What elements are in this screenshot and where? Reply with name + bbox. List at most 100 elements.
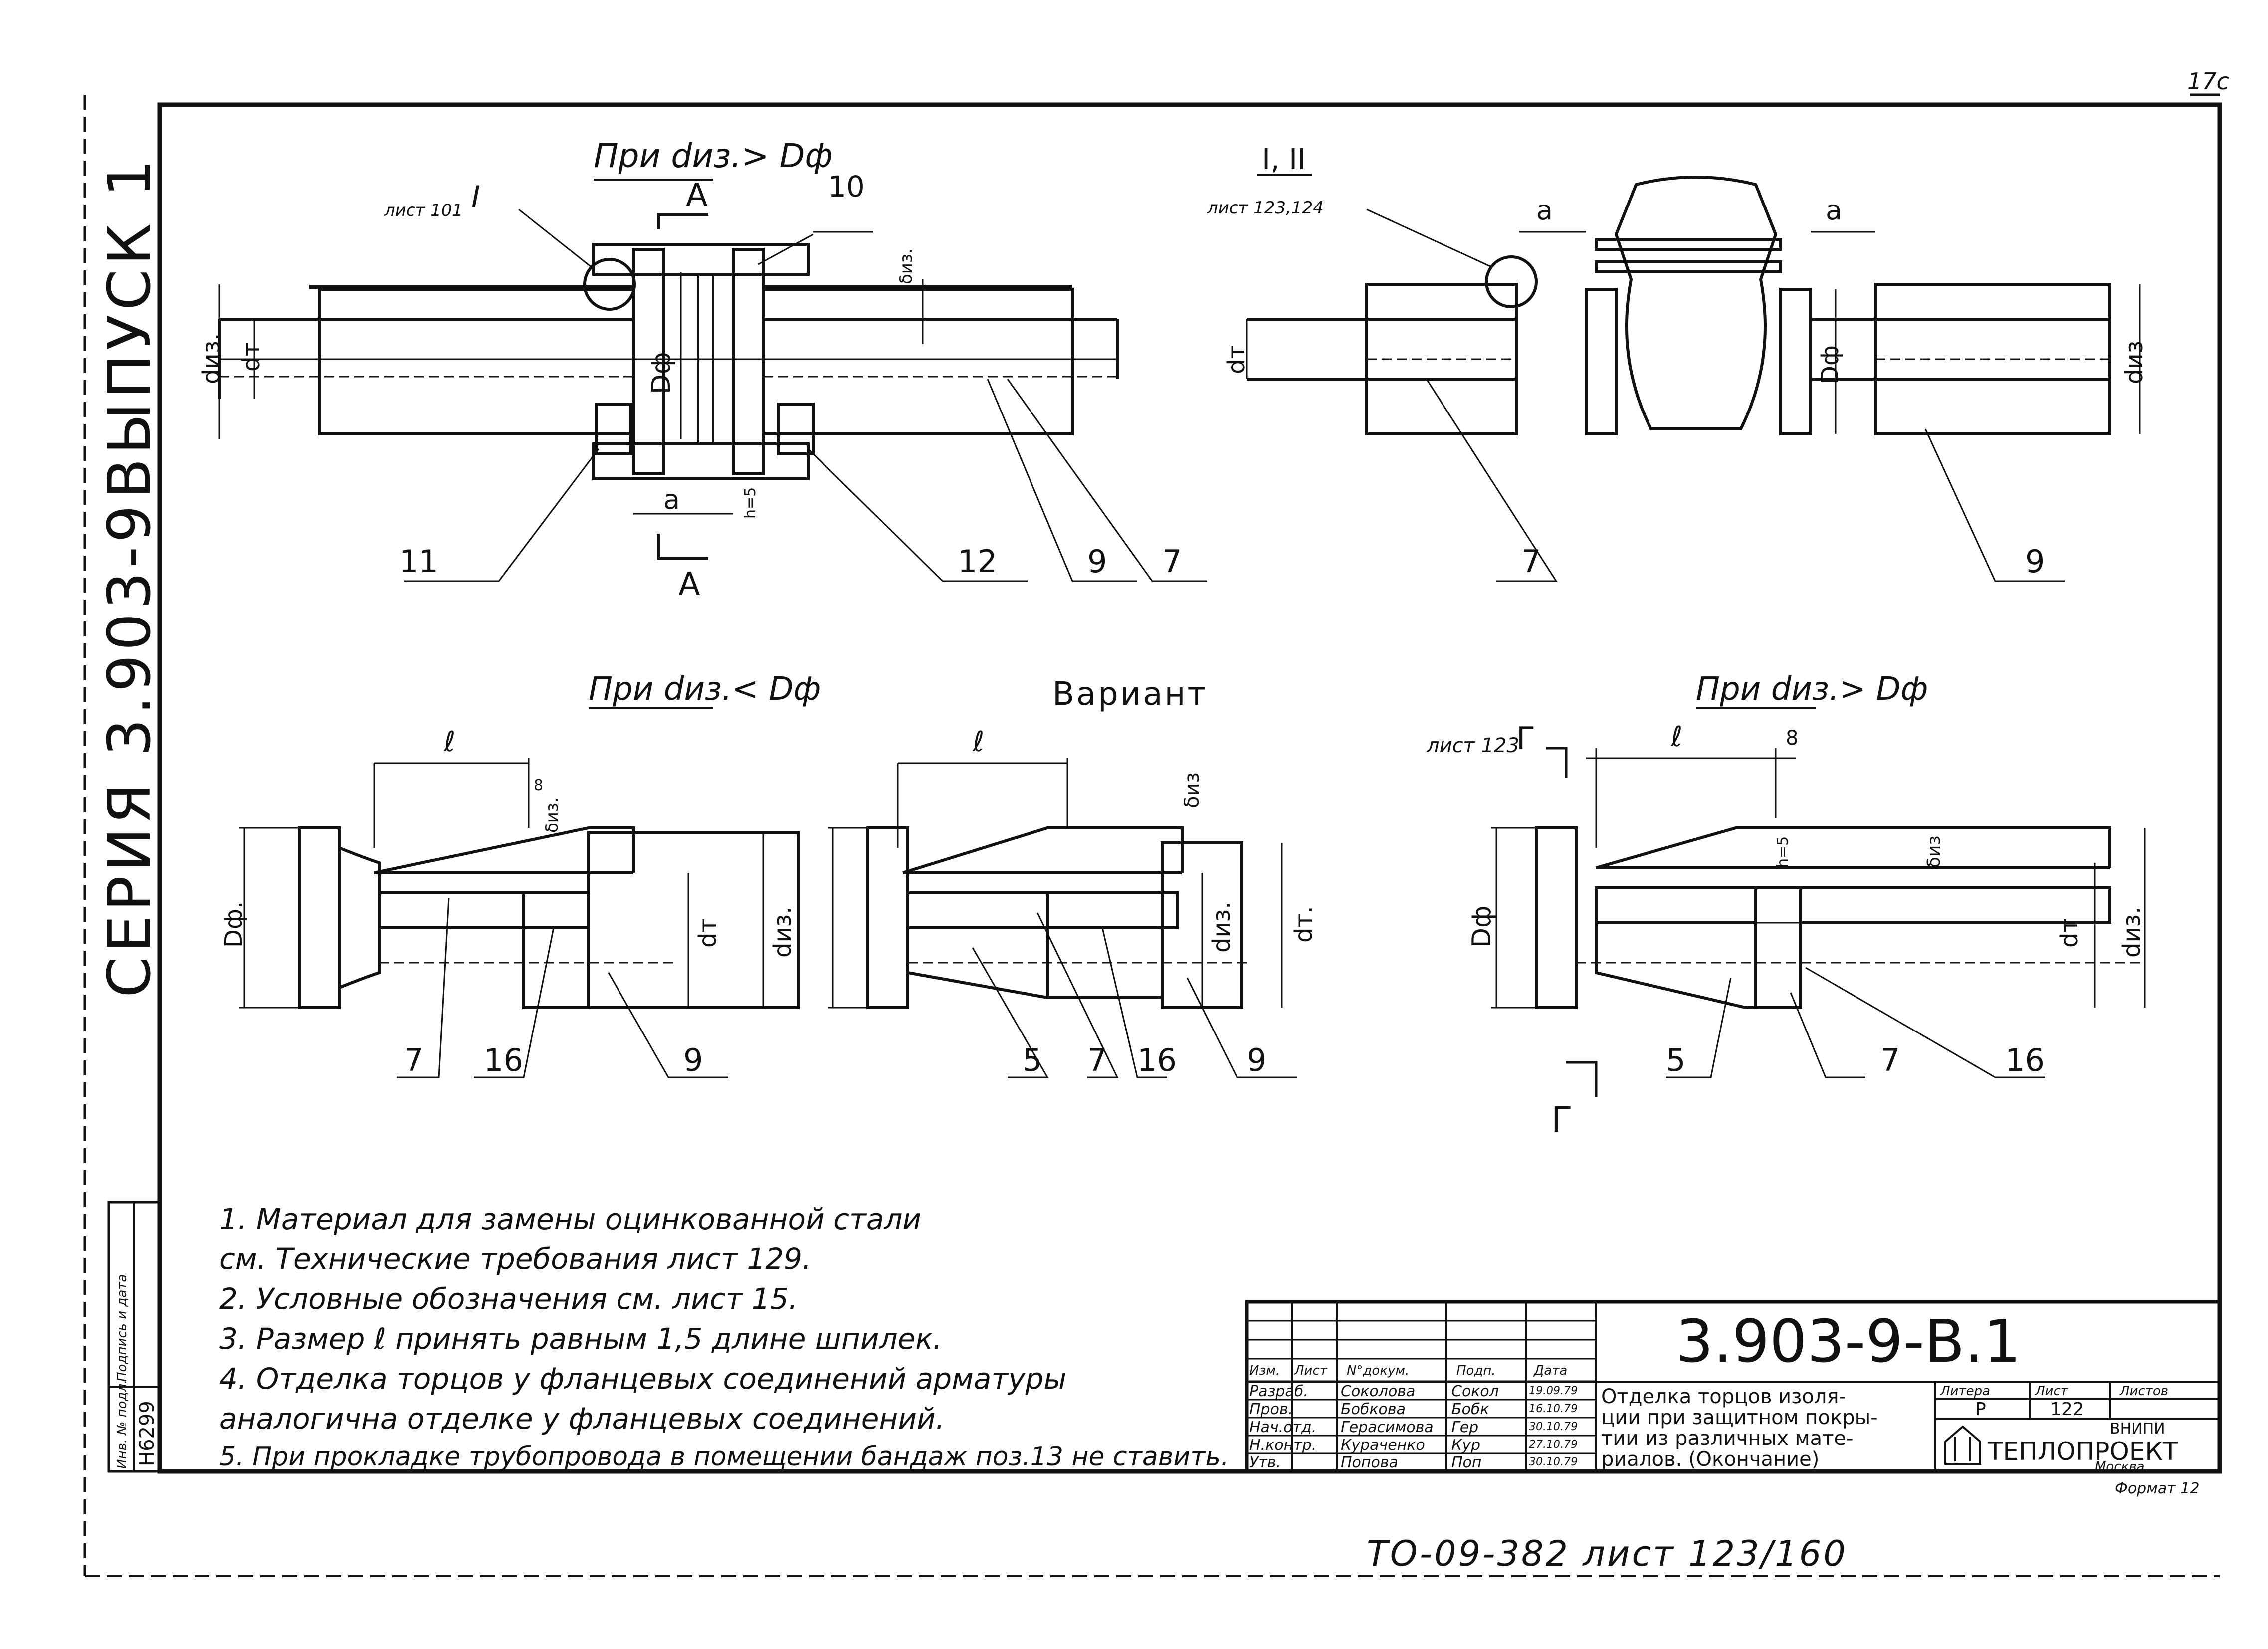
tr-list-ref: лист 123,124 <box>1207 198 1324 218</box>
teploproekt-logo-icon <box>1944 1425 1981 1465</box>
bm-dim-biz: δиз <box>1181 772 1204 808</box>
tb-date: 27.10.79 <box>1529 1439 1578 1451</box>
tb-litera-value: Р <box>1975 1399 1986 1420</box>
bl-dim-l: ℓ <box>444 726 456 758</box>
br-list-ref: лист 123 <box>1427 734 1519 757</box>
bottom-middle-figure <box>828 758 1297 1078</box>
tl-dim-h: h=5 <box>742 487 759 519</box>
tl-dim-biz: δиз. <box>896 248 916 284</box>
bl-pos-9: 9 <box>683 1042 703 1078</box>
bm-heading: Вариант <box>1052 676 1208 713</box>
format-label: Формат 12 <box>2115 1480 2200 1497</box>
tb-sign: Гер <box>1451 1419 1479 1436</box>
note-line: 5. При прокладке трубопровода в помещени… <box>219 1442 1229 1472</box>
tb-title-line: Отделка торцов изоля- <box>1601 1385 1846 1408</box>
tl-pos-9: 9 <box>1087 543 1107 580</box>
tb-header-doc: N°докум. <box>1347 1363 1410 1378</box>
tr-dim-a1: a <box>1536 195 1553 226</box>
doc-code: 3.903-9-В.1 <box>1676 1307 2021 1376</box>
note-line: см. Технические требования лист 129. <box>219 1242 812 1276</box>
tb-litera-label: Литера <box>1940 1384 1991 1399</box>
tr-dim-dt: dт <box>1223 345 1250 374</box>
tl-section-a-bottom: A <box>678 566 700 603</box>
tb-role: Разраб. <box>1249 1383 1308 1400</box>
bl-dim-dt: dт <box>694 918 722 948</box>
tb-name: Кураченко <box>1341 1437 1425 1454</box>
br-dim-df: Dф <box>1467 905 1497 948</box>
tb-header-list: Лист <box>1294 1363 1327 1378</box>
tl-dim-df: Dф <box>646 352 676 395</box>
issue-stamp: ВЫПУСК 1 <box>95 155 164 499</box>
tb-date: 19.09.79 <box>1529 1385 1578 1397</box>
title-block-grid <box>1245 1300 2222 1473</box>
sheet-frame <box>157 102 2222 1474</box>
bm-dim-dt: dт. <box>1290 906 1318 943</box>
tb-list-label: Лист <box>2035 1384 2068 1399</box>
tb-role: Нач.отд. <box>1249 1419 1317 1436</box>
tl-dim-diz: dиз. <box>198 333 225 384</box>
tb-org-small: ВНИПИ <box>2110 1420 2165 1438</box>
bm-dim-diz: dиз. <box>1208 901 1236 953</box>
tb-date: 30.10.79 <box>1529 1456 1578 1468</box>
tl-section-a-top: A <box>686 177 708 214</box>
note-line: 4. Отделка торцов у фланцевых соединений… <box>219 1362 1067 1396</box>
bl-pos-16: 16 <box>484 1042 523 1078</box>
tl-list-ref-roman: I <box>471 180 480 214</box>
tb-title-line: тии из различных мате- <box>1601 1427 1854 1450</box>
note-line: 1. Материал для замены оцинкованной стал… <box>219 1202 922 1236</box>
tb-header-date: Дата <box>1534 1363 1568 1378</box>
corner-number: 17с <box>2187 68 2229 95</box>
bottom-right-figure <box>1491 707 2146 1097</box>
tb-date: 16.10.79 <box>1529 1403 1578 1415</box>
tb-list-value: 122 <box>2050 1399 2084 1420</box>
tl-pos-12: 12 <box>958 543 997 580</box>
bm-dim-l: ℓ <box>973 726 985 758</box>
tr-dim-diz: dиз <box>2120 340 2148 384</box>
signature-date-label: Подпись и дата <box>115 1274 130 1382</box>
tb-name: Соколова <box>1341 1383 1416 1400</box>
tb-sign: Сокол <box>1451 1383 1499 1400</box>
tb-role: Утв. <box>1249 1454 1281 1471</box>
tb-title-line: ции при защитном покры- <box>1601 1406 1878 1429</box>
br-section: Г <box>1516 720 1535 757</box>
br-dim-dt: dт <box>2056 918 2083 948</box>
footer-sheet-ref: ТО-09-382 лист 123/160 <box>1367 1533 1848 1574</box>
tl-dim-dt: dт <box>237 342 265 372</box>
inventory-label: Инв. № подл. <box>115 1379 130 1469</box>
bl-dim-8: 8 <box>534 777 544 794</box>
br-pos-5: 5 <box>1666 1042 1686 1078</box>
top-left-figure <box>218 179 1207 582</box>
note-line: 2. Условные обозначения см. лист 15. <box>219 1282 798 1316</box>
series-stamp: СЕРИЯ 3.903-9 <box>95 501 164 998</box>
tb-org-city: Москва <box>2095 1459 2145 1474</box>
tl-pos-11: 11 <box>399 543 438 580</box>
br-dim-biz: δиз <box>1924 835 1944 868</box>
note-line: 3. Размер ℓ принять равным 1,5 длине шпи… <box>219 1322 942 1356</box>
br-heading: При dиз.> Dф <box>1696 671 1928 708</box>
top-right-figure <box>1246 174 2141 582</box>
br-dim-h: h=5 <box>1774 836 1792 868</box>
tb-date: 30.10.79 <box>1529 1421 1578 1433</box>
tr-dim-df: Dф <box>1816 345 1844 384</box>
tb-sign: Бобк <box>1451 1401 1489 1418</box>
tl-list-ref: лист 101 <box>384 201 463 220</box>
tb-header-sign: Подп. <box>1456 1363 1496 1378</box>
bl-heading: При dиз.< Dф <box>589 671 821 708</box>
note-line: аналогична отделке у фланцевых соединени… <box>219 1402 945 1436</box>
tb-sign: Поп <box>1451 1454 1482 1471</box>
tl-pos-10: 10 <box>828 170 865 204</box>
tb-name: Попова <box>1341 1454 1398 1471</box>
inventory-number: Н6299 <box>136 1401 159 1466</box>
br-pos-7: 7 <box>1880 1042 1900 1078</box>
tb-listov-label: Листов <box>2120 1384 2169 1399</box>
bottom-left-figure <box>239 707 800 1078</box>
bm-pos-7: 7 <box>1087 1042 1107 1078</box>
br-dim-l: ℓ <box>1671 721 1683 753</box>
bl-dim-biz: δиз. <box>542 797 562 833</box>
tl-pos-7: 7 <box>1162 543 1182 580</box>
tr-heading: I, II <box>1262 142 1306 176</box>
br-dim-diz: dиз. <box>2118 906 2146 958</box>
bm-pos-16: 16 <box>1137 1042 1177 1078</box>
